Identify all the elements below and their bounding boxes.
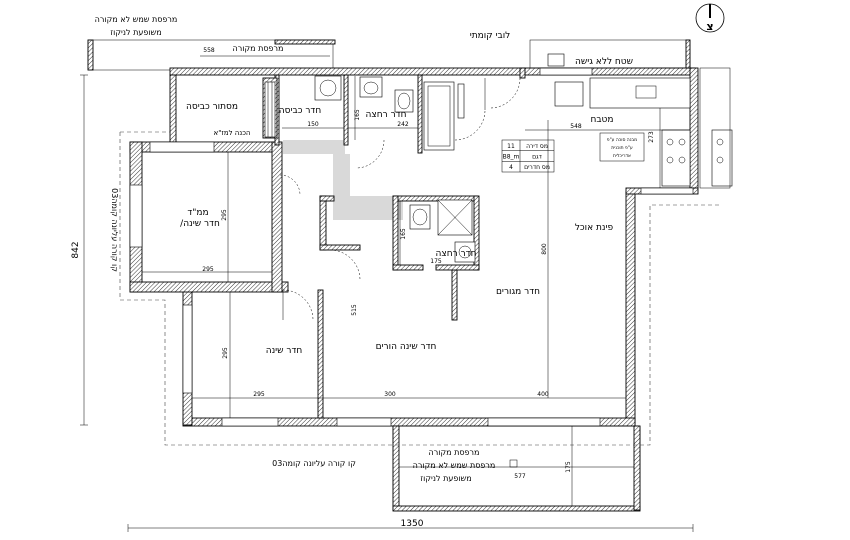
- dim-living-w: 400: [537, 391, 549, 398]
- room-living: חדר מגורים: [496, 287, 540, 297]
- info-label-rooms: מס חדרים: [524, 164, 550, 171]
- room-bath-main: חדר רחצה: [366, 110, 407, 120]
- bottom-note-line1: מרפסת שמש לא מקורה: [413, 461, 496, 470]
- dim-top-balcony: 558: [203, 47, 215, 54]
- room-bath-small: חדר רחצה: [436, 249, 477, 259]
- kitchen-note-line3: אדריכלית: [613, 154, 631, 159]
- info-value-rooms: 4: [509, 164, 513, 171]
- dim-master-h: 515: [351, 304, 358, 316]
- dim-balcony-h: 175: [565, 461, 572, 473]
- doors: [279, 77, 521, 321]
- dim-laundry-w: 150: [307, 121, 319, 128]
- dim-living-h: 800: [541, 243, 548, 255]
- room-bedroom: חדר שינה: [266, 346, 303, 356]
- room-mamad: ממ"ד: [187, 208, 208, 218]
- dim-bath-small-w: 175: [430, 258, 442, 265]
- windows: [129, 67, 694, 427]
- dim-master-w: 300: [384, 391, 396, 398]
- room-laundry: חדר כביסה: [279, 106, 322, 116]
- roof-lines: [119, 131, 720, 446]
- lobby-label: לובי קומתי: [470, 31, 511, 41]
- roof-line-left-note: קו קורה עליונה קומה03: [110, 188, 119, 272]
- north-arrow-icon: צ: [695, 3, 725, 33]
- room-labels: חדר מגורים פינת אוכל מטבח חדר שינה הורים…: [180, 31, 633, 457]
- top-left-balcony: [87, 39, 336, 71]
- roof-line-bottom-note: קו קורה עליונה קומה03: [272, 459, 356, 468]
- room-dining: פינת אוכל: [575, 223, 614, 233]
- dim-bath-w: 242: [397, 121, 409, 128]
- laundry-fixtures: [264, 81, 276, 138]
- plan-notes: מרפסת שמש לא מקורה משופעת לניקוז מרפסת ש…: [95, 15, 496, 483]
- dim-overall-height: 842: [71, 241, 81, 258]
- kitchen-note-line1: מבנה סוכה ע"פ: [607, 137, 637, 143]
- room-kitchen: מטבח: [590, 115, 613, 125]
- no-access-label: שטח ללא גישה: [575, 57, 633, 67]
- dim-bath-h: 165: [354, 109, 361, 121]
- info-label-apt: מס דירה: [526, 143, 548, 150]
- info-value-apt: 11: [507, 143, 515, 150]
- info-label-model: דגם: [532, 154, 542, 161]
- north-label: צ: [706, 20, 713, 33]
- storage-note: הכנה למז"א: [214, 129, 251, 137]
- dimension-guides: [80, 74, 694, 532]
- bottom-note-line2: משופעת לניקוז: [420, 474, 471, 483]
- dimension-labels: 1350 842 558 150 242 548 273 165 295 295…: [71, 47, 655, 529]
- covered-balcony-bottom-label: מרפסת מקורה: [429, 448, 480, 457]
- dim-bath-small-h: 165: [400, 228, 407, 240]
- kitchen-note-line2: ע"פ תוכנית: [611, 145, 633, 151]
- circulation-zone: [283, 140, 403, 220]
- room-mamad-sub: /חדר שינה: [180, 219, 220, 229]
- info-value-model: B8_m: [503, 154, 520, 161]
- dim-bed-w: 295: [253, 391, 265, 398]
- dim-mamad-w: 295: [202, 266, 214, 273]
- kitchen-note: מבנה סוכה ע"פ ע"פ תוכנית אדריכלית: [599, 132, 645, 162]
- kitchen-fixtures: [529, 39, 733, 189]
- top-left-note-line2: משופעת לניקוז: [110, 28, 161, 37]
- room-storage: מסתור כביסה: [186, 102, 238, 112]
- dim-bed-h: 295: [222, 347, 229, 359]
- bottom-balcony: [392, 425, 641, 512]
- dim-kitchen-w: 548: [570, 123, 582, 130]
- room-master-bedroom: חדר שינה הורים: [376, 342, 437, 352]
- top-left-note-line1: מרפסת שמש לא מקורה: [95, 15, 178, 24]
- unit-info-table: 11 מס דירה B8_m דגם 4 מס חדרים: [501, 139, 555, 173]
- bathroom-fixtures: [314, 75, 476, 263]
- dim-kitchen-h: 273: [648, 131, 655, 143]
- dim-overall-width: 1350: [401, 519, 424, 529]
- covered-balcony-top-label: מרפסת מקורה: [233, 44, 284, 53]
- dim-balcony-w: 577: [514, 473, 526, 480]
- dim-mamad-h: 295: [221, 209, 228, 221]
